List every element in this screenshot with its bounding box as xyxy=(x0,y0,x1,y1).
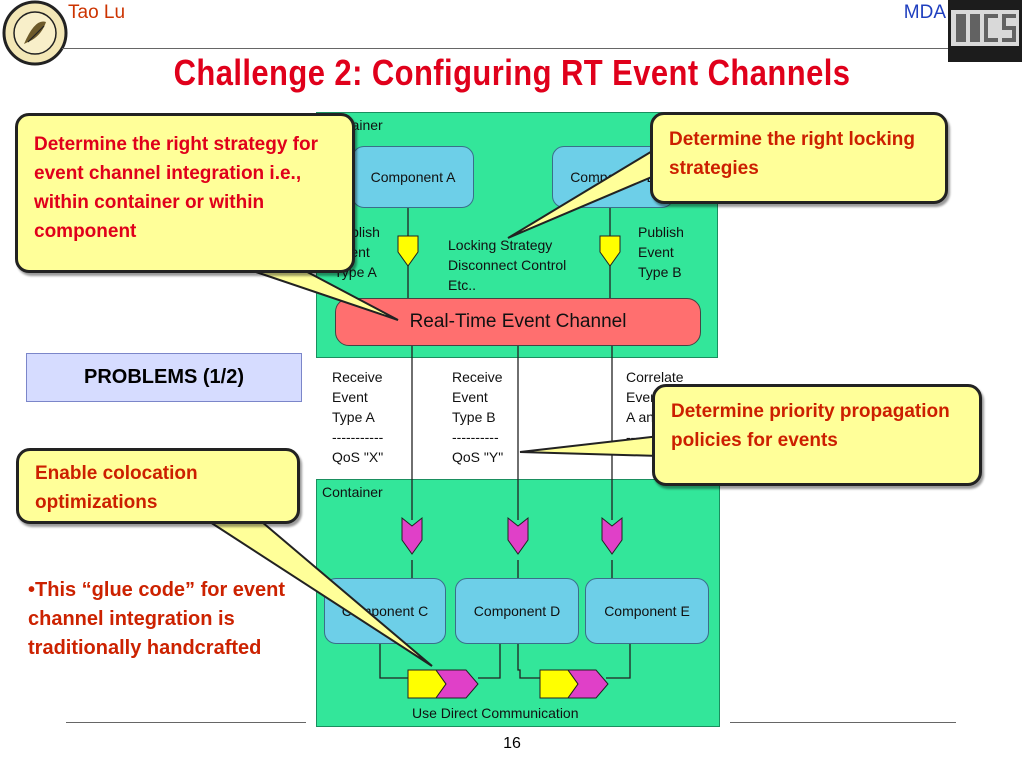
university-seal-icon xyxy=(2,0,68,66)
callout-colocation: Enable colocation optimizations xyxy=(16,448,300,524)
bullet-icon: • xyxy=(28,579,36,601)
problems-badge: PROBLEMS (1/2) xyxy=(26,353,302,402)
direct-communication-label: Use Direct Communication xyxy=(412,705,579,721)
bottom-container-label: Container xyxy=(322,484,383,500)
receive-a-text: Receive Event Type A ----------- QoS "X" xyxy=(332,369,384,465)
footer-divider-right xyxy=(730,722,956,723)
bullet-text: This “glue code” for event channel integ… xyxy=(28,579,286,659)
component-a: Component A xyxy=(352,146,474,208)
callout-event-channel-strategy: Determine the right strategy for event c… xyxy=(15,113,355,273)
page-number: 16 xyxy=(503,735,521,752)
receive-b-text: Receive Event Type B ---------- QoS "Y" xyxy=(452,369,504,465)
slide-title: Challenge 2: Configuring RT Event Channe… xyxy=(173,52,851,93)
callout-priority-policies: Determine priority propagation policies … xyxy=(652,384,982,486)
topic-label: MDA xyxy=(903,2,946,23)
locking-strategy-text: Locking Strategy Disconnect Control Etc.… xyxy=(448,237,567,293)
component-d: Component D xyxy=(455,578,579,644)
header-divider xyxy=(62,48,948,49)
component-e: Component E xyxy=(585,578,709,644)
callout-locking-strategies: Determine the right locking strategies xyxy=(650,112,948,204)
footer-divider-left xyxy=(66,722,306,723)
bullet-glue-code: •This “glue code” for event channel inte… xyxy=(28,576,288,663)
author-label: Tao Lu xyxy=(68,2,126,23)
real-time-event-channel: Real-Time Event Channel xyxy=(335,298,701,346)
publish-b-text: Publish Event Type B xyxy=(638,224,684,280)
isis-logo-icon xyxy=(948,0,1022,62)
